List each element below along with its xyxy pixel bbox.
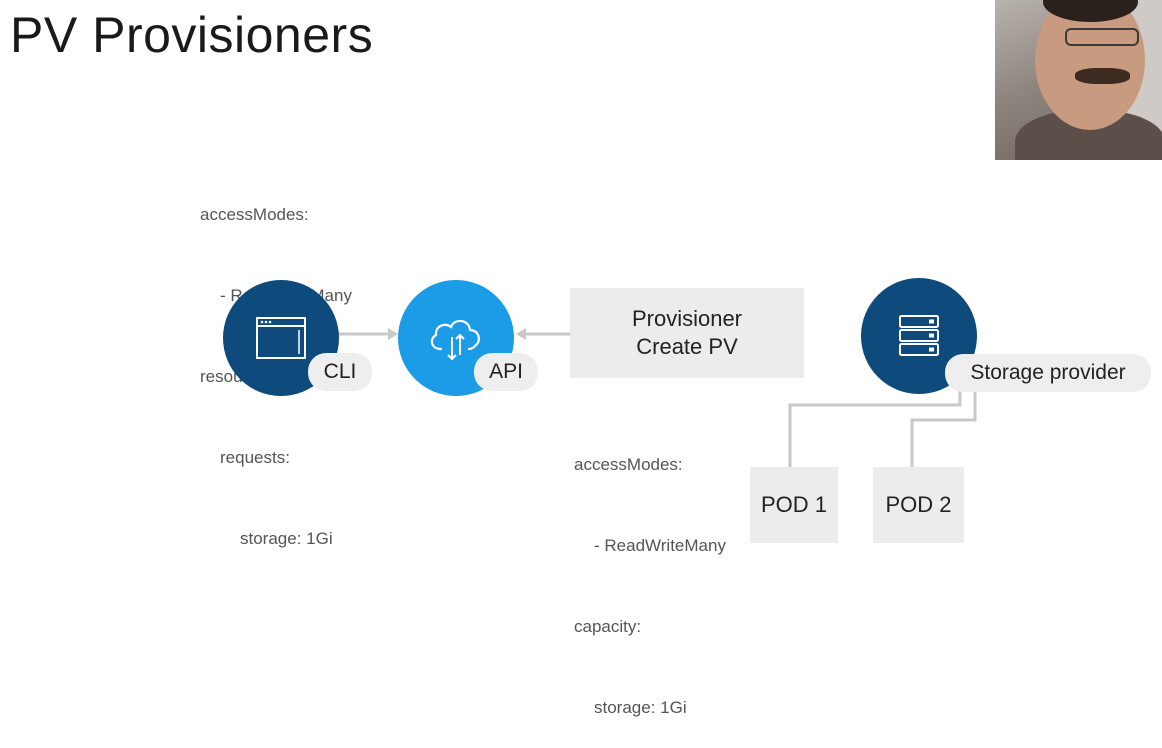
- api-label: API: [474, 353, 538, 391]
- cli-label: CLI: [308, 353, 372, 391]
- pv-spec-line: accessModes:: [574, 455, 683, 474]
- pv-spec-line: capacity:: [574, 617, 642, 636]
- server-stack-icon: [899, 315, 939, 356]
- storage-to-pod2-line: [910, 390, 977, 467]
- storage-to-pod1-line: [788, 390, 962, 467]
- browser-window-icon: [256, 317, 306, 359]
- pod-2-box: POD 2: [873, 467, 964, 543]
- pv-spec-line: storage: 1Gi: [594, 698, 687, 717]
- connector-lines: [338, 328, 977, 467]
- provisioner-action: Create PV: [636, 334, 738, 359]
- claim-spec-line: requests:: [220, 448, 290, 467]
- pod-1-box: POD 1: [750, 467, 838, 543]
- provisioner-box: Provisioner Create PV: [570, 288, 804, 378]
- cloud-upload-icon: [430, 319, 480, 361]
- pod-1-label: POD 1: [760, 492, 828, 517]
- pv-spec-code: accessModes: - ReadWriteMany capacity: s…: [574, 397, 726, 748]
- presenter-webcam: [995, 0, 1162, 160]
- cli-to-api-arrowhead: [388, 328, 398, 340]
- claim-spec-line: accessModes:: [200, 205, 309, 224]
- claim-spec-line: storage: 1Gi: [240, 529, 333, 548]
- provisioner-to-api-arrowhead: [516, 328, 526, 340]
- pod-2-label: POD 2: [885, 492, 952, 517]
- storage-provider-label: Storage provider: [945, 354, 1151, 392]
- provisioner-title: Provisioner: [631, 306, 743, 331]
- slide-title: PV Provisioners: [10, 7, 374, 63]
- pv-spec-line: - ReadWriteMany: [594, 536, 726, 555]
